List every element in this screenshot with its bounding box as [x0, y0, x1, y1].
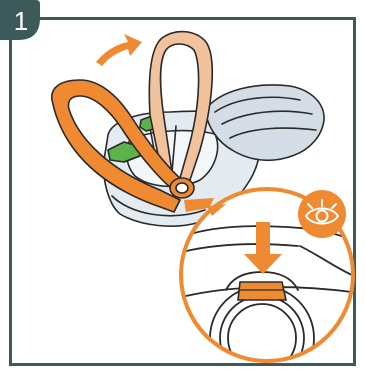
eye-icon — [298, 190, 346, 238]
step-number: 1 — [0, 0, 40, 40]
